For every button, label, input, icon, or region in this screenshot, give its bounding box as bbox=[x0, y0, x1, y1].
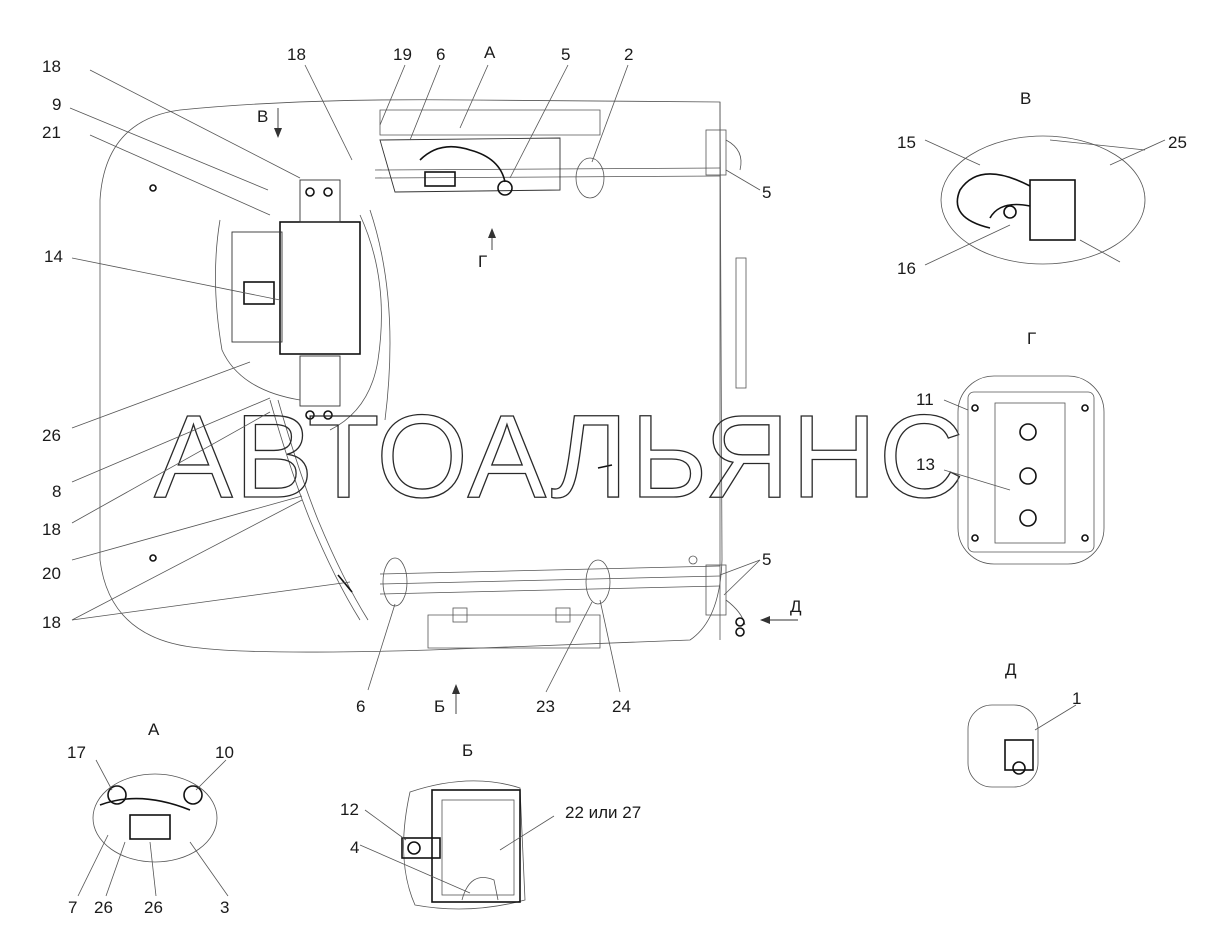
view-arrow-v-label: В bbox=[257, 107, 268, 126]
view-a-outline bbox=[92, 773, 218, 863]
view-d-fitting bbox=[1004, 739, 1034, 771]
callout-26: 26 bbox=[42, 426, 61, 445]
callout-5-top: 5 bbox=[561, 45, 570, 64]
right-bracket-bottom bbox=[705, 564, 727, 616]
view-g-title: Г bbox=[1027, 329, 1036, 348]
knob-1 bbox=[1019, 423, 1037, 441]
callout-20: 20 bbox=[42, 564, 61, 583]
view-g-outer bbox=[957, 375, 1105, 565]
view-g-callout-11: 11 bbox=[916, 390, 934, 409]
top-wire bbox=[419, 145, 506, 183]
main-leaders bbox=[69, 64, 761, 693]
view-arrow-b-label: Б bbox=[434, 697, 445, 716]
top-pipe-2 bbox=[374, 175, 721, 179]
view-v-callout-16: 16 bbox=[897, 259, 916, 278]
view-v-valve bbox=[1029, 179, 1076, 241]
heater-hose-right-2 bbox=[369, 209, 391, 421]
heater-side bbox=[231, 231, 283, 343]
detail-view-b: Б 12 4 22 или 27 bbox=[340, 741, 641, 910]
view-b-callout-12: 12 bbox=[340, 800, 359, 819]
callout-5-bottom: 5 bbox=[762, 550, 771, 569]
bottom-pipe-1 bbox=[379, 565, 721, 575]
detail-view-d: Д 1 bbox=[967, 660, 1081, 788]
view-a-title: А bbox=[148, 720, 160, 739]
top-bracket bbox=[379, 137, 561, 193]
right-side-rail bbox=[735, 257, 747, 389]
view-v-callout-25: 25 bbox=[1168, 133, 1187, 152]
heater-bottom-mount bbox=[299, 355, 341, 407]
view-a-callout-7: 7 bbox=[68, 898, 77, 917]
view-d-callout-1: 1 bbox=[1072, 689, 1081, 708]
view-arrows: В Г Д Б А bbox=[257, 43, 802, 716]
view-v-callout-15: 15 bbox=[897, 133, 916, 152]
right-bracket-top bbox=[705, 129, 727, 176]
roof-outline bbox=[99, 99, 723, 653]
callout-14: 14 bbox=[44, 247, 63, 266]
callout-24: 24 bbox=[612, 697, 631, 716]
callout-23: 23 bbox=[536, 697, 555, 716]
heater-hose-left bbox=[215, 219, 301, 401]
view-g-callout-13: 13 bbox=[916, 455, 935, 474]
callout-21: 21 bbox=[42, 123, 61, 142]
knob-2 bbox=[1019, 467, 1037, 485]
heater-unit bbox=[279, 221, 361, 355]
view-b-callout-22-27: 22 или 27 bbox=[565, 803, 641, 822]
bottom-pipe-3 bbox=[379, 585, 721, 595]
view-a-callout-3: 3 bbox=[220, 898, 229, 917]
top-pipe bbox=[374, 167, 721, 171]
detail-view-v: В 15 25 16 bbox=[897, 89, 1187, 278]
view-a-callout-10: 10 bbox=[215, 743, 234, 762]
callout-18-b: 18 bbox=[42, 520, 61, 539]
top-rail bbox=[379, 109, 601, 136]
view-a-block bbox=[129, 814, 171, 840]
bottom-pipe-2 bbox=[379, 575, 721, 585]
heater-top-mount bbox=[299, 179, 341, 223]
view-arrow-g-label: Г bbox=[478, 252, 487, 271]
view-v-title: В bbox=[1020, 89, 1031, 108]
hose-clamp bbox=[337, 574, 353, 593]
view-g-panel bbox=[994, 402, 1066, 544]
top-connector bbox=[424, 171, 456, 187]
top-grommet bbox=[497, 180, 513, 196]
view-b-outline bbox=[403, 780, 526, 910]
callout-18-c: 18 bbox=[42, 613, 61, 632]
callout-18-d: 18 bbox=[287, 45, 306, 64]
heater-hose-right bbox=[329, 214, 382, 431]
pipe-clip-23 bbox=[585, 559, 611, 605]
callout-9: 9 bbox=[52, 95, 61, 114]
view-a-callout-26-a: 26 bbox=[94, 898, 113, 917]
callout-18-a: 18 bbox=[42, 57, 61, 76]
callout-2: 2 bbox=[624, 45, 633, 64]
lower-hose-2 bbox=[277, 399, 369, 621]
callout-5-right: 5 bbox=[762, 183, 771, 202]
main-callouts: 18 9 21 14 26 8 18 20 18 18 19 6 5 2 5 5… bbox=[42, 45, 771, 716]
detail-view-g: Г 11 13 bbox=[916, 329, 1105, 565]
callout-6-bottom: 6 bbox=[356, 697, 365, 716]
top-clip bbox=[575, 157, 605, 199]
pipe-clip-6 bbox=[382, 557, 408, 607]
callout-8: 8 bbox=[52, 482, 61, 501]
knob-3 bbox=[1019, 509, 1037, 527]
watermark-text: АВТОАЛЬЯНС bbox=[154, 391, 966, 523]
view-b-title: Б bbox=[462, 741, 473, 760]
view-a-callout-17: 17 bbox=[67, 743, 86, 762]
view-v-outline bbox=[940, 135, 1146, 265]
view-d-outline bbox=[967, 704, 1039, 788]
callout-6-top: 6 bbox=[436, 45, 445, 64]
view-b-panel bbox=[431, 789, 521, 903]
detail-view-a: А 17 10 7 26 26 3 bbox=[67, 720, 234, 917]
view-a-callout-26-b: 26 bbox=[144, 898, 163, 917]
view-g-frame bbox=[967, 391, 1095, 553]
bottom-rail bbox=[427, 614, 601, 649]
lower-hose bbox=[269, 399, 361, 621]
heater-block bbox=[243, 281, 275, 305]
view-arrow-d-label: Д bbox=[790, 597, 802, 616]
view-b-callout-4: 4 bbox=[350, 838, 359, 857]
view-d-title: Д bbox=[1005, 660, 1017, 679]
callout-19: 19 bbox=[393, 45, 412, 64]
view-b-bracket bbox=[401, 837, 441, 859]
view-arrow-a-label: А bbox=[484, 43, 496, 62]
